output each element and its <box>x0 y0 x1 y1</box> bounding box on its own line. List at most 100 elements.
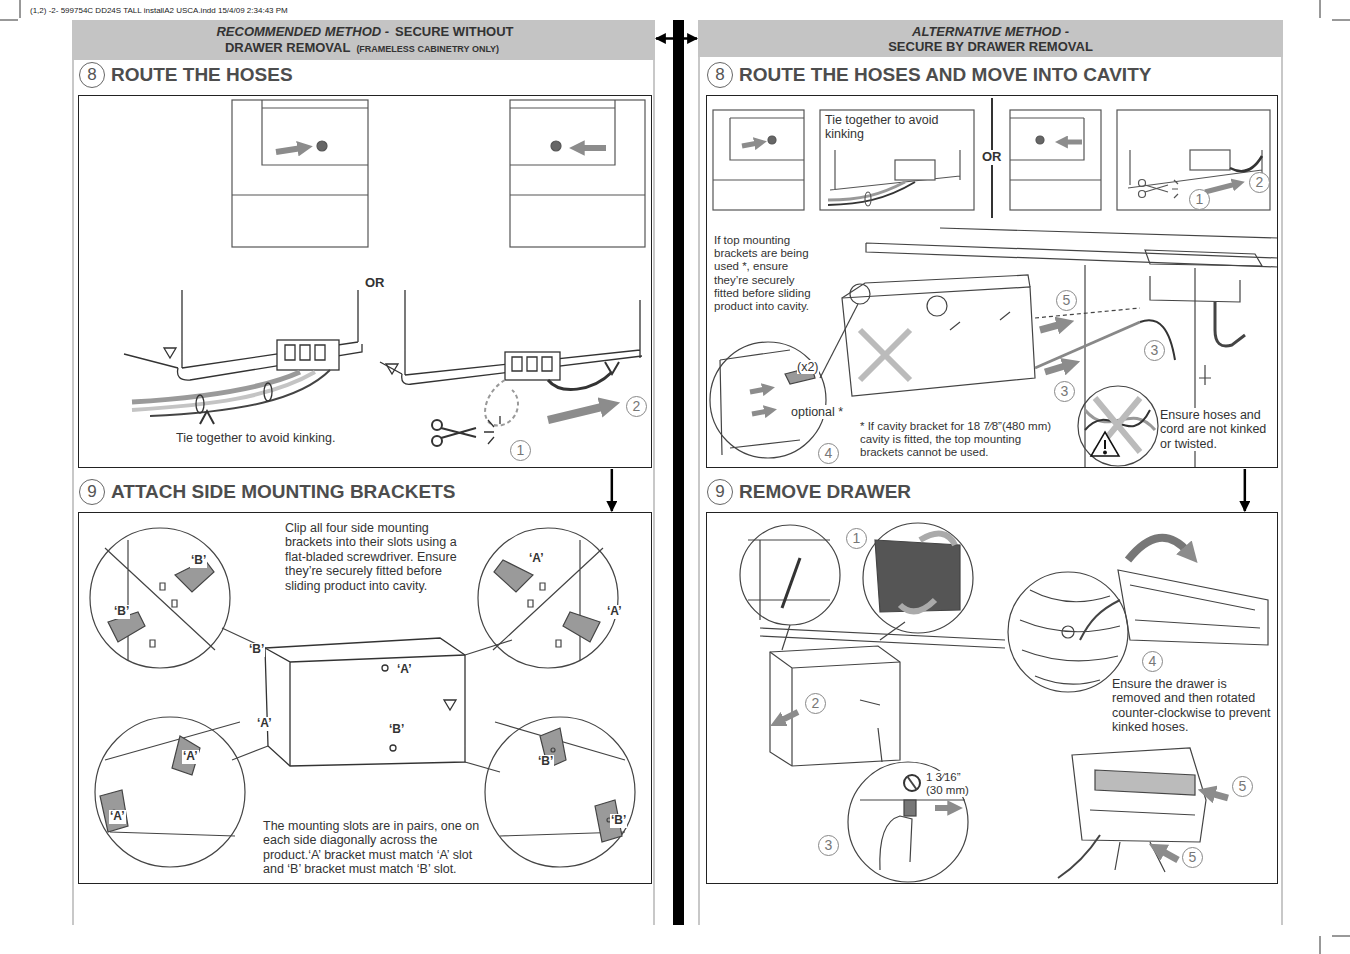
appliance-drawing <box>196 395 204 413</box>
direction-arrow <box>752 411 768 414</box>
flow-arrow <box>611 469 614 511</box>
warning-symbol <box>1091 432 1119 456</box>
appliance-drawing <box>285 345 325 360</box>
slot-letter: ‘A’ <box>109 810 126 824</box>
callout-number: 4 <box>818 443 839 464</box>
appliance-drawing <box>264 383 272 401</box>
cabinet-drawing <box>1139 180 1146 187</box>
callout-number: 1 <box>1189 189 1210 210</box>
file-header: (1,2) -2- 599754C DD24S TALL installA2 U… <box>30 6 288 15</box>
product-drawing <box>265 638 465 766</box>
column-rule <box>1281 57 1283 925</box>
step-title: REMOVE DRAWER <box>739 481 911 503</box>
bracket-detail <box>528 583 561 647</box>
direction-arrow <box>1205 184 1236 192</box>
direction-arrow <box>742 143 758 146</box>
callout-number: 3 <box>1144 340 1165 361</box>
drawer-removal-drawing <box>1072 748 1206 842</box>
warning-symbol <box>1091 432 1119 456</box>
cabinet-drawing <box>895 160 935 180</box>
step-title: ATTACH SIDE MOUNTING BRACKETS <box>111 481 455 503</box>
cabinet-drawing <box>713 118 804 180</box>
step-heading: 8ROUTE THE HOSES AND MOVE INTO CAVITY <box>707 62 1151 88</box>
kitchen-drawing <box>1140 320 1175 360</box>
banner-text-group: RECOMMENDED METHOD -SECURE WITHOUT DRAWE… <box>204 23 524 57</box>
cabinet-drawing <box>1117 110 1270 210</box>
drawer-removal-drawing <box>1020 590 1120 684</box>
drawer-removal-drawing <box>1095 770 1195 795</box>
appliance-drawing <box>164 348 176 358</box>
note-text: optional * <box>791 405 843 419</box>
drawer-removal-drawing <box>782 622 905 762</box>
callout-number: 1 <box>510 440 531 461</box>
callout-number: 2 <box>1249 172 1270 193</box>
slot-letter: ‘A’ <box>528 552 545 566</box>
callout-number: 3 <box>1054 381 1075 402</box>
direction-arrow <box>1064 140 1082 145</box>
slot-letter: ‘A’ <box>182 750 199 764</box>
step-number: 9 <box>707 479 733 505</box>
cabinet-drawing <box>768 136 776 144</box>
note-text: Tie together to avoid kinking <box>825 113 955 142</box>
direction-arrow <box>935 805 952 811</box>
cabinet-drawing <box>713 110 804 210</box>
bracket-detail <box>95 717 245 867</box>
drawer-removal-drawing <box>1130 585 1260 628</box>
appliance-drawing <box>548 372 612 389</box>
note-text: Clip all four side mounting brackets int… <box>285 521 460 593</box>
bracket-detail <box>100 790 128 832</box>
note-text: Ensure hoses and cord are not kinked or … <box>1160 408 1276 451</box>
or-divider-text: OR <box>363 276 387 291</box>
step-number: 9 <box>79 479 105 505</box>
direction-arrow <box>580 145 606 151</box>
cabinet-drawing <box>510 100 645 247</box>
cabinet-drawing <box>820 110 974 210</box>
kitchen-drawing <box>850 284 870 304</box>
appliance-drawing <box>124 290 642 446</box>
appliance-drawing <box>200 411 214 424</box>
kitchen-drawing <box>1078 386 1158 466</box>
cabinet-drawing <box>551 141 561 151</box>
cabinet-drawing <box>1230 156 1262 171</box>
appliance-drawing <box>386 364 398 374</box>
bracket-detail <box>485 717 635 867</box>
cabinet-drawing <box>232 100 368 195</box>
slot-letter: ‘B’ <box>610 814 627 828</box>
appliance-drawing <box>485 380 518 425</box>
appliance-drawing <box>132 372 300 402</box>
bracket-detail <box>150 583 177 647</box>
drawer-removal-drawing <box>748 540 830 620</box>
slot-letter: ‘B’ <box>248 643 265 657</box>
slot-letter: ‘A’ <box>396 663 413 677</box>
kitchen-drawing <box>820 304 858 378</box>
kitchen-drawing <box>1035 322 1140 368</box>
method-banner: RECOMMENDED METHOD -SECURE WITHOUT DRAWE… <box>72 20 655 60</box>
kitchen-drawing <box>710 342 826 458</box>
cabinet-drawing <box>510 100 645 195</box>
drawer-removal-drawing <box>907 776 917 790</box>
column-rule <box>673 20 684 925</box>
cabinet-drawing <box>1010 118 1101 180</box>
or-divider-text: OR <box>980 150 1004 165</box>
note-text: The mounting slots are in pairs, one on … <box>263 819 485 877</box>
cabinet-drawing <box>1128 150 1262 188</box>
step-heading: 8ROUTE THE HOSES <box>79 62 293 88</box>
cabinet-drawing <box>828 182 905 200</box>
callout-number: 3 <box>818 835 839 856</box>
banner-text: (FRAMELESS CABINETRY ONLY) <box>356 44 499 54</box>
kitchen-drawing <box>927 296 947 316</box>
cabinet-drawing <box>1190 150 1230 170</box>
step-heading: 9 REMOVE DRAWER <box>707 479 911 505</box>
appliance-drawing <box>441 428 476 438</box>
banner-text: SECURE BY DRAWER REMOVAL <box>834 39 1148 54</box>
column-rule <box>653 57 655 925</box>
drawer-removal-drawing <box>1080 600 1120 640</box>
drawer-removal-drawing <box>904 775 920 791</box>
bracket-detail <box>105 540 215 660</box>
note-text: (x2) <box>797 360 819 374</box>
banner-text-group: ALTERNATIVE METHOD -SECURE BY DRAWER REM… <box>831 24 1151 54</box>
callout-number: 4 <box>1142 651 1163 672</box>
appliance-drawing <box>605 362 619 374</box>
